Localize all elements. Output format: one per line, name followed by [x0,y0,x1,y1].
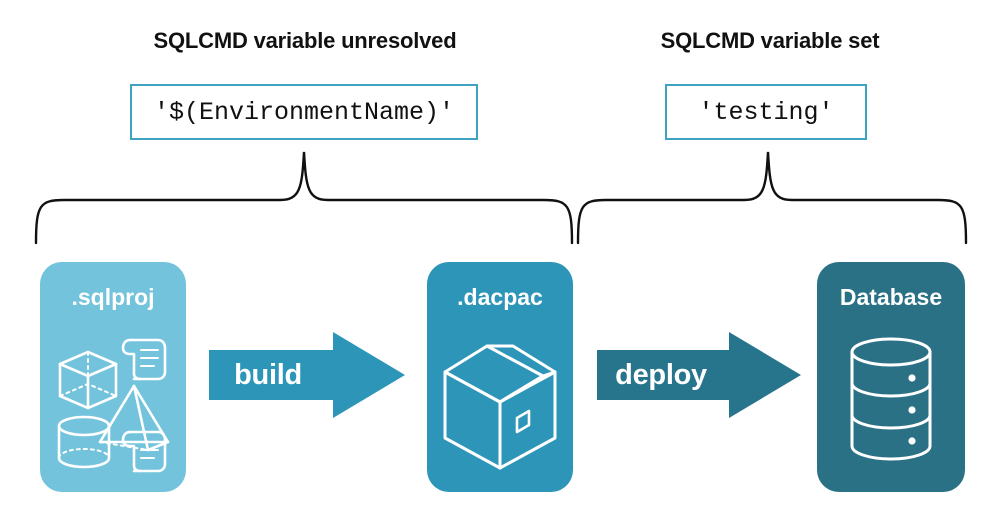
left-brace-icon [34,151,574,245]
artifact-box-database: Database [817,262,965,492]
artifact-label-sqlproj: .sqlproj [71,284,155,310]
arrow-build-label: build [234,358,302,391]
artifact-label-database: Database [839,284,943,310]
heading-sqlcmd-variable-set: SQLCMD variable set [660,28,880,53]
arrow-build-shape [209,332,405,418]
database-cylinder-icon [850,337,932,461]
cube-icon [58,350,118,410]
arrow-deploy: deploy [597,332,801,418]
value-text-environment-name: '$(EnvironmentName)' [153,97,455,127]
database-art-group [817,314,965,492]
package-box-icon [443,344,557,470]
scroll-icon [121,430,167,473]
cylinder-icon [57,415,111,469]
artifact-box-sqlproj: .sqlproj [40,262,186,492]
value-text-testing: 'testing' [698,97,834,127]
value-box-environment-name: '$(EnvironmentName)' [130,84,478,140]
arrow-deploy-shape [597,332,801,418]
sqlproj-art-group [40,314,186,492]
arrow-build: build [209,332,405,418]
artifact-label-dacpac: .dacpac [457,284,543,310]
artifact-box-dacpac: .dacpac [427,262,573,492]
right-brace-icon [576,151,968,245]
arrow-deploy-label: deploy [615,358,707,391]
value-box-testing: 'testing' [665,84,867,140]
scroll-icon [121,338,167,381]
dacpac-art-group [427,314,573,492]
heading-sqlcmd-variable-unresolved: SQLCMD variable unresolved [153,28,457,53]
